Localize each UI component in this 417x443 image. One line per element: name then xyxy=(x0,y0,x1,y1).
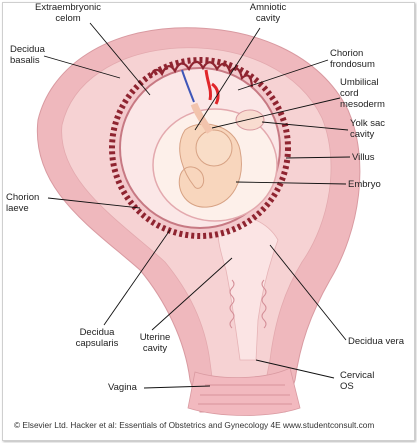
leader-cervical-os xyxy=(255,359,335,379)
leader-chorion-laeve xyxy=(47,197,141,209)
leader-umbilical-cord-mesoderm xyxy=(211,97,341,129)
label-extraembryonic-celom: Extraembryonic celom xyxy=(35,2,101,24)
leader-amniotic-cavity xyxy=(194,27,261,131)
embryo-head xyxy=(195,129,233,167)
leader-villus xyxy=(285,156,351,159)
yolk-sac xyxy=(235,109,265,131)
label-yolk-sac-cavity: Yolk sac cavity xyxy=(350,118,386,140)
label-uterine-cavity: Uterine cavity xyxy=(139,332,171,354)
leader-lines xyxy=(43,22,351,389)
label-villus: Villus xyxy=(352,152,375,163)
cervical-folds xyxy=(229,279,267,329)
leader-vagina xyxy=(143,385,211,389)
umbilical-vein xyxy=(181,69,195,103)
label-embryo: Embryo xyxy=(348,179,381,190)
label-decidua-basalis: Decidua basalis xyxy=(10,44,45,66)
label-vagina: Vagina xyxy=(108,382,137,393)
copyright-credit: © Elsevier Ltd. Hacker et al: Essentials… xyxy=(14,420,375,430)
label-decidua-vera: Decidua vera xyxy=(348,336,404,347)
leader-yolk-sac-cavity xyxy=(261,121,349,131)
chorion-frondosum-villi xyxy=(148,60,254,88)
leader-extraembryonic-celom xyxy=(89,22,151,96)
label-amniotic-cavity: Amniotic cavity xyxy=(249,2,287,24)
vagina-shape xyxy=(187,367,301,416)
label-chorion-frondosum: Chorion frondosum xyxy=(330,48,375,70)
label-umbilical-cord-mesoderm: Umbilical cord mesoderm xyxy=(340,77,385,110)
vagina-rugae xyxy=(198,384,292,405)
label-chorion-laeve: Chorion laeve xyxy=(6,192,40,214)
leader-chorion-frondosum xyxy=(237,59,329,91)
umbilical-artery xyxy=(204,69,220,105)
umbilical-cord xyxy=(190,102,214,134)
label-cervical-os: Cervical OS xyxy=(340,370,375,392)
label-decidua-capsularis: Decidua capsularis xyxy=(75,327,119,349)
leader-embryo xyxy=(235,181,347,185)
leader-uterine-cavity xyxy=(151,257,233,331)
uterine-cavity-shape xyxy=(217,214,279,361)
leader-decidua-vera xyxy=(269,244,347,341)
leader-decidua-capsularis xyxy=(103,229,171,326)
leader-decidua-basalis xyxy=(43,55,121,79)
